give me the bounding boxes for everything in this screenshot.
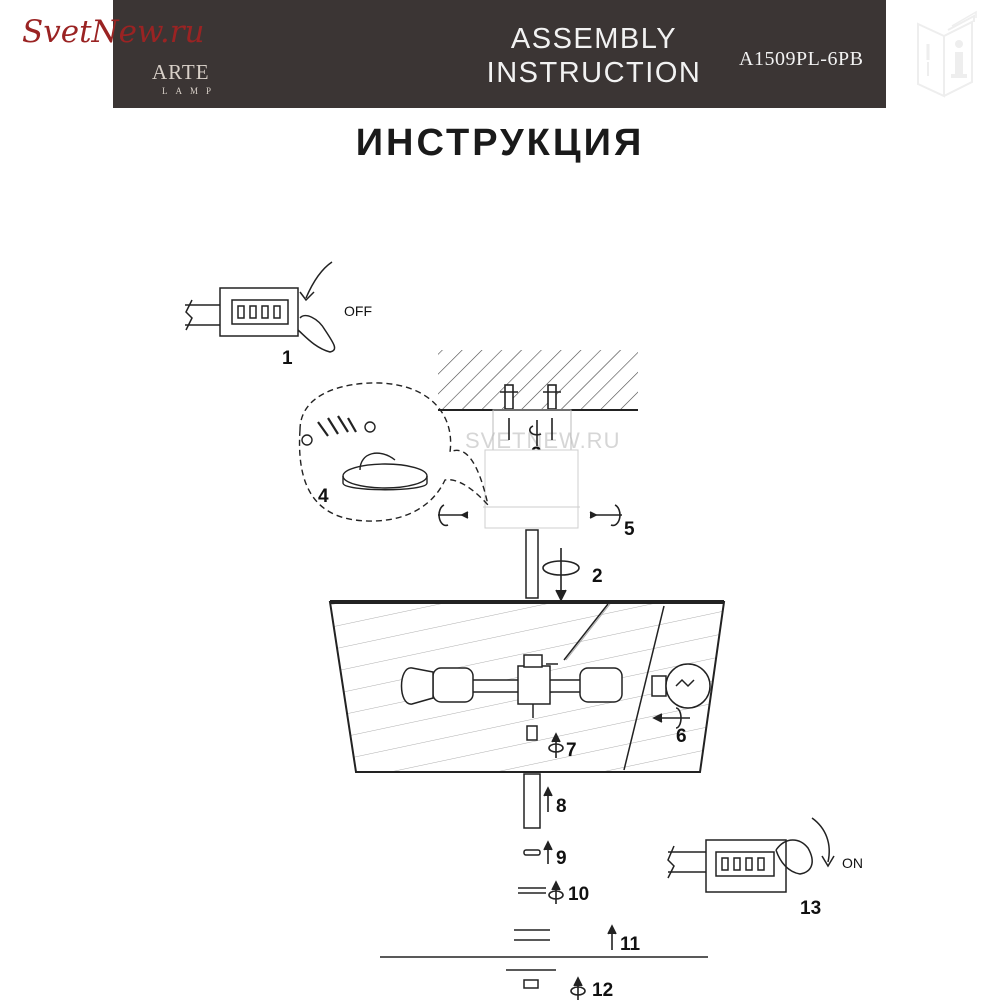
logo-name: ARTE <box>152 60 210 84</box>
rotation-arrow-2 <box>542 548 580 602</box>
lower-stem-and-fasteners <box>506 725 556 989</box>
watermark: SVETNEW.RU <box>465 428 620 453</box>
page-heading: ИНСТРУКЦИЯ <box>355 122 645 164</box>
manual-info-icon <box>914 10 980 100</box>
step-13-label: 13 <box>800 898 821 919</box>
switch-on-label: ON <box>842 855 863 871</box>
bulb-screw-arrow-6 <box>652 707 690 729</box>
canopy-plate <box>484 449 579 529</box>
side-screws <box>438 504 622 527</box>
step-1-label: 1 <box>282 348 293 369</box>
step-12-label: 12 <box>592 980 613 1000</box>
model-number: A1509PL-6PB <box>739 48 864 70</box>
assembly-diagram: SVETNEW.RU OFF 1 3 4 <box>185 261 863 1000</box>
header-title: ASSEMBLY INSTRUCTION <box>479 22 709 90</box>
step-5-label: 5 <box>624 519 635 540</box>
header-title-line2: INSTRUCTION <box>486 57 702 89</box>
brand-logo: SvetNew.ru ARTE LAMP <box>22 14 262 104</box>
light-bulb-right <box>651 663 711 709</box>
step-2-label: 2 <box>592 566 603 587</box>
switch-on-illustration <box>667 817 835 893</box>
wiring-detail-bubble <box>298 382 490 522</box>
ceiling-rod <box>525 529 539 599</box>
light-bulb-left <box>400 667 434 705</box>
header-title-line1: ASSEMBLY <box>510 23 678 55</box>
step-11-label: 11 <box>620 934 641 955</box>
step-6-label: 6 <box>676 726 687 747</box>
header-bar: ASSEMBLY INSTRUCTION A1509PL-6PB <box>113 0 977 108</box>
ceiling-hatch <box>438 350 638 410</box>
step-4-label: 4 <box>318 486 329 507</box>
step-10-label: 10 <box>568 884 589 905</box>
step-7-label: 7 <box>566 740 577 761</box>
switch-off-illustration <box>185 261 336 353</box>
switch-off-label: OFF <box>344 303 372 319</box>
brand-name: SvetNew.ru <box>22 14 205 50</box>
step-8-label: 8 <box>556 796 567 817</box>
logo-subtitle: LAMP <box>162 86 220 96</box>
lamp-hub-and-arms <box>432 654 623 718</box>
ceiling-screws <box>500 384 561 446</box>
step-arrows-7-12 <box>543 732 617 1000</box>
step-9-label: 9 <box>556 848 567 869</box>
